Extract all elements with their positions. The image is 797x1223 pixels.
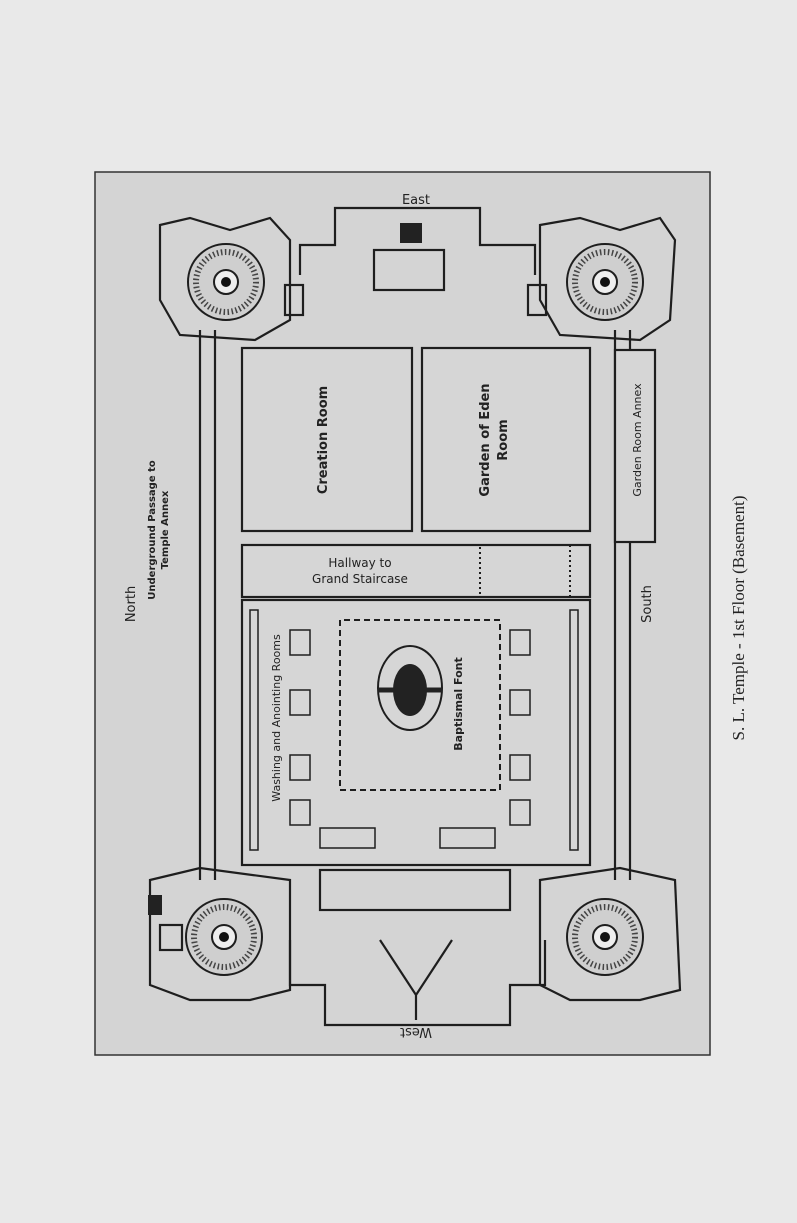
grand-staircase <box>479 544 571 598</box>
label-garden-of-eden-1: Garden of Eden <box>478 383 493 496</box>
stair-tower-se <box>526 216 677 342</box>
stair-tower-sw <box>538 866 682 1002</box>
label-east: East <box>402 193 430 208</box>
label-south: South <box>640 585 655 623</box>
east-entrance-stair <box>400 223 422 243</box>
creation-room <box>240 346 414 533</box>
washing-cubicles <box>249 609 579 851</box>
label-north: North <box>124 586 139 622</box>
garden-of-eden-room <box>420 346 592 533</box>
label-garden-of-eden-2: Room <box>496 419 511 460</box>
label-creation-room: Creation Room <box>316 386 331 494</box>
label-baptismal-font: Baptismal Font <box>452 657 465 750</box>
label-garden-room-annex: Garden Room Annex <box>631 383 644 497</box>
baptismal-font <box>377 645 443 731</box>
stair-tower-ne <box>158 216 305 342</box>
garden-room-annex <box>613 348 657 544</box>
label-hallway-1: Hallway to <box>328 556 391 570</box>
label-underground-passage-1: Underground Passage to <box>147 460 158 600</box>
label-hallway-2: Grand Staircase <box>312 572 408 586</box>
stair-tower-nw <box>148 866 292 1002</box>
font-hall <box>339 619 501 791</box>
hallway <box>240 543 592 599</box>
washing-area <box>240 598 592 867</box>
label-underground-passage-2: Temple Annex <box>160 490 171 569</box>
label-west: West <box>400 1024 432 1039</box>
figure-caption: S. L. Temple - 1st Floor (Basement) <box>729 496 748 741</box>
label-washing-anointing: Washing and Anointing Rooms <box>270 634 283 802</box>
